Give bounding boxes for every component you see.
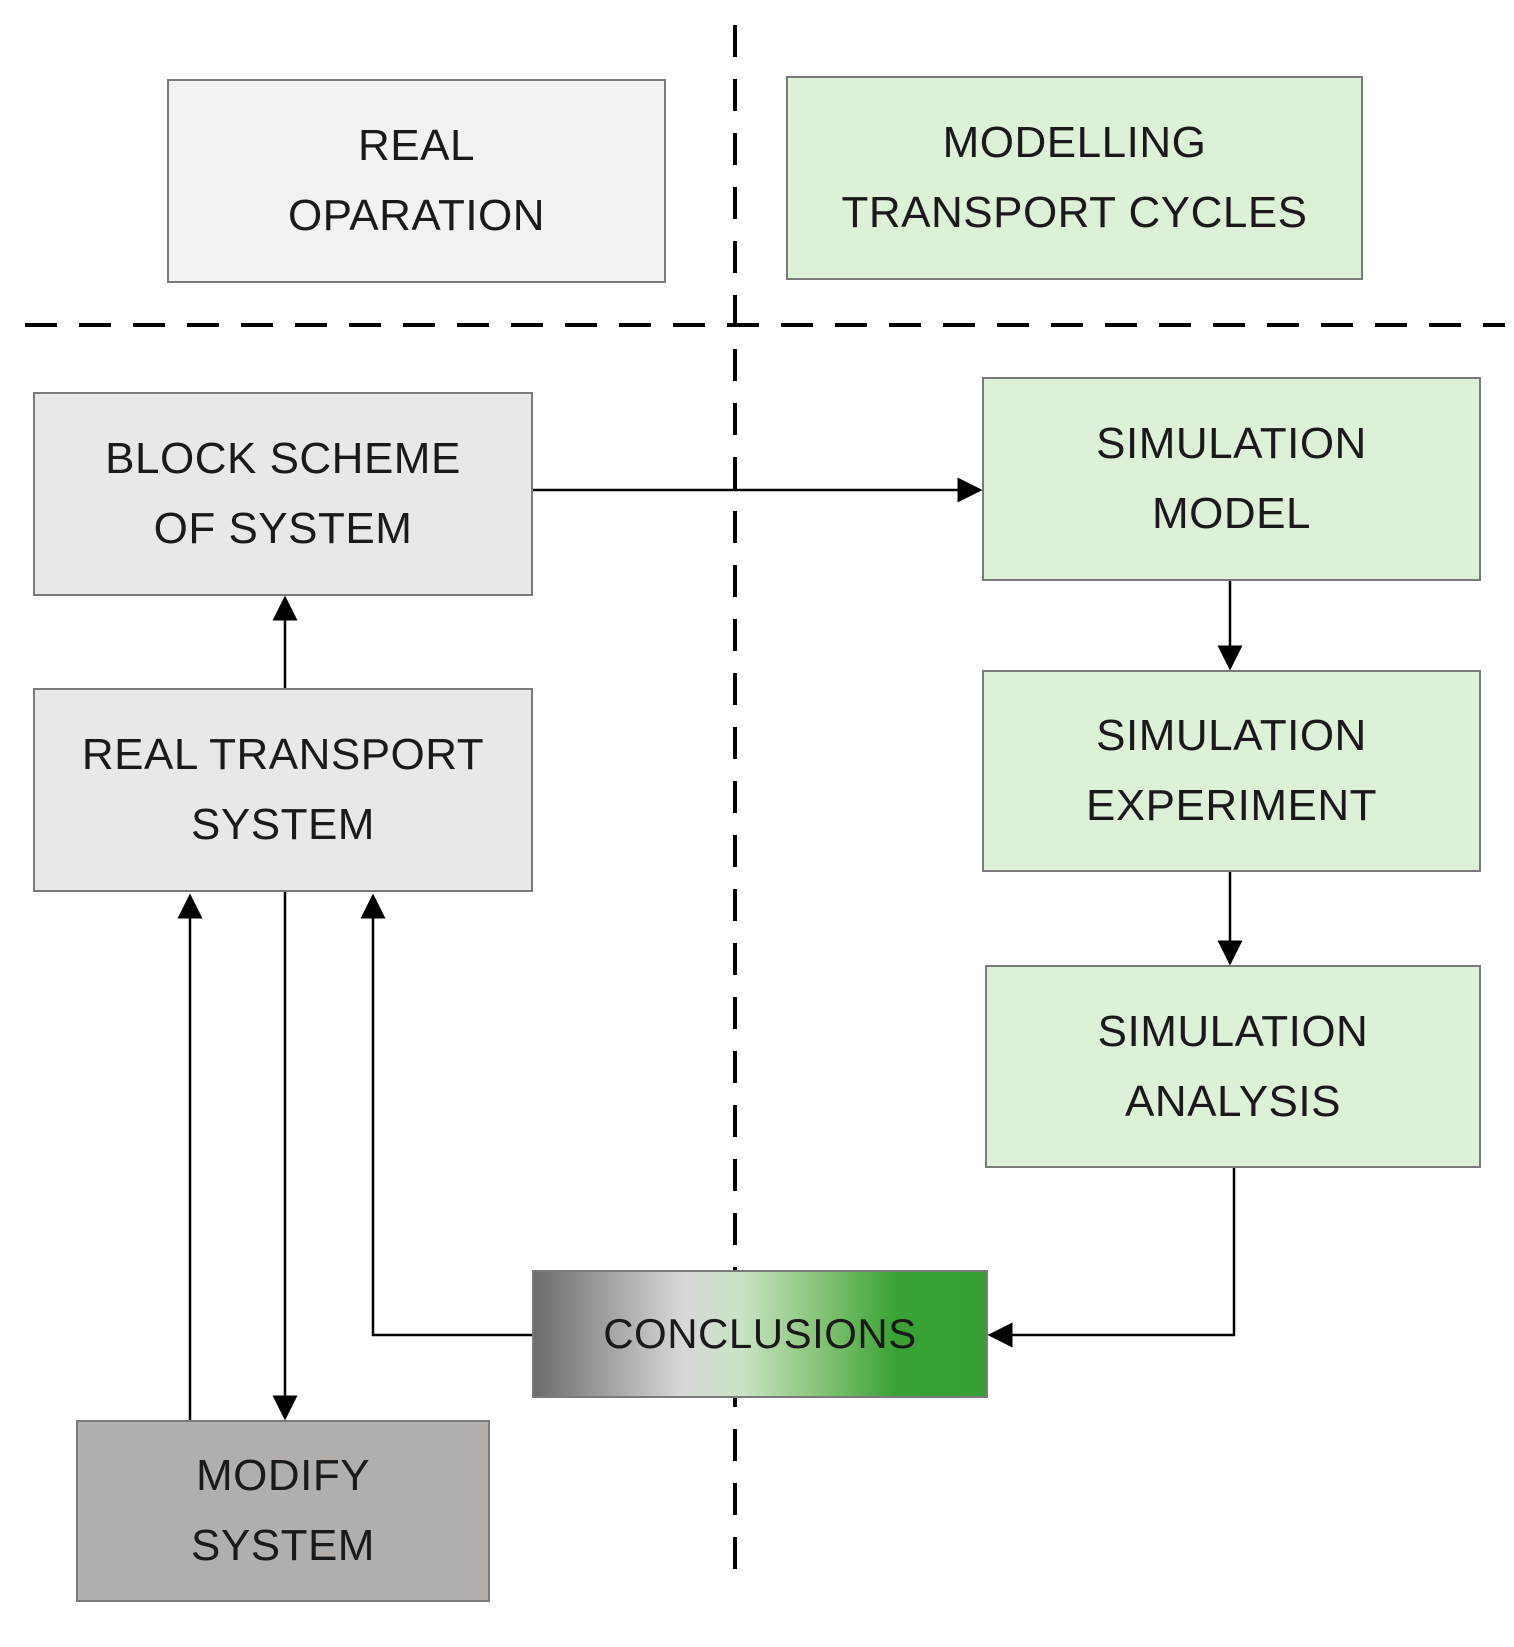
modify-system-line1: MODIFY	[195, 1451, 371, 1500]
simulation-analysis-line1: SIMULATION	[1097, 1006, 1369, 1056]
simulation-model-box: SIMULATION MODEL	[982, 377, 1481, 581]
conclusions-box: CONCLUSIONS	[532, 1270, 988, 1398]
real-operation-box: REAL OPARATION	[167, 79, 666, 283]
arrow-analysis-to-conclusions	[987, 1168, 1236, 1348]
simulation-model-line2: MODEL	[1152, 489, 1311, 538]
arrow-conclusions-to-real	[360, 893, 532, 1337]
conclusions-label: CONCLUSIONS	[603, 1310, 917, 1357]
modify-system-box: MODIFY SYSTEM	[76, 1420, 490, 1602]
real-transport-system-box: REAL TRANSPORT SYSTEM	[33, 688, 533, 892]
real-transport-line2: SYSTEM	[191, 800, 375, 849]
simulation-analysis-box: SIMULATION ANALYSIS	[985, 965, 1481, 1168]
real-operation-line1: REAL	[358, 121, 475, 170]
simulation-experiment-line1: SIMULATION	[1096, 711, 1367, 760]
block-scheme-line1: BLOCK SCHEME	[105, 434, 461, 483]
block-scheme-line2: OF SYSTEM	[153, 504, 413, 553]
modelling-line1: MODELLING	[942, 118, 1207, 167]
modelling-line2: TRANSPORT CYCLES	[841, 188, 1308, 237]
modify-system-line2: SYSTEM	[191, 1521, 375, 1570]
simulation-experiment-box: SIMULATION EXPERIMENT	[982, 670, 1481, 872]
simulation-experiment-line2: EXPERIMENT	[1085, 781, 1378, 830]
block-scheme-box: BLOCK SCHEME OF SYSTEM	[33, 392, 533, 596]
simulation-model-line1: SIMULATION	[1096, 419, 1367, 468]
real-operation-line2: OPARATION	[287, 191, 546, 240]
real-transport-line1: REAL TRANSPORT	[81, 730, 485, 779]
modelling-transport-cycles-box: MODELLING TRANSPORT CYCLES	[786, 76, 1363, 280]
simulation-analysis-line2: ANALYSIS	[1125, 1076, 1341, 1126]
